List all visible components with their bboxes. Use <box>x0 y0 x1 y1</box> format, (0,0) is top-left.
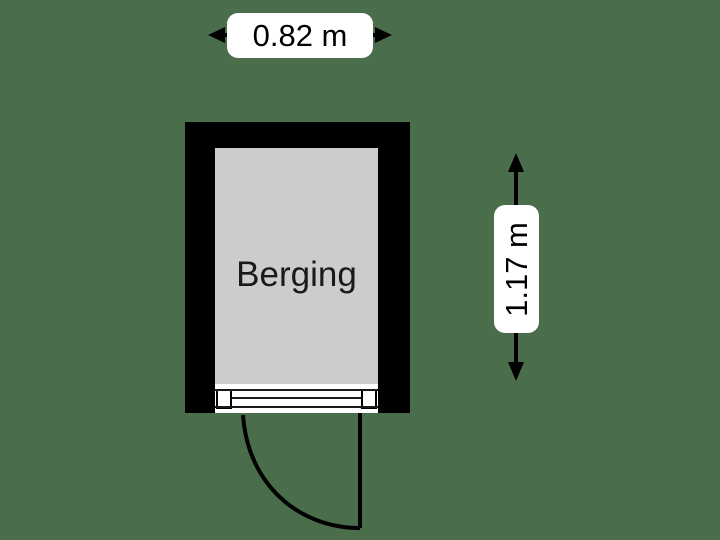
door-jamb-right <box>361 389 377 409</box>
arrow-down-icon <box>508 362 524 381</box>
room-name-berging: Berging <box>236 255 357 294</box>
room-walls <box>185 122 410 413</box>
dimension-height-label: 1.17 m <box>494 205 539 333</box>
wall-outline <box>185 122 410 413</box>
room-floor <box>215 148 378 384</box>
door-jamb-left <box>216 389 232 409</box>
dimension-width-label: 0.82 m <box>227 13 373 58</box>
door-swing-arc <box>241 414 361 530</box>
door-threshold <box>215 384 378 413</box>
door-swing <box>241 413 362 530</box>
arrow-left-icon <box>208 27 225 43</box>
wall-bottom-left <box>185 384 215 413</box>
dimension-width-value: 0.82 m <box>252 18 348 53</box>
arrow-up-icon <box>508 153 524 172</box>
arrow-right-icon <box>375 27 392 43</box>
wall-bottom-right <box>378 384 410 413</box>
dimension-height-value: 1.17 m <box>499 221 534 317</box>
